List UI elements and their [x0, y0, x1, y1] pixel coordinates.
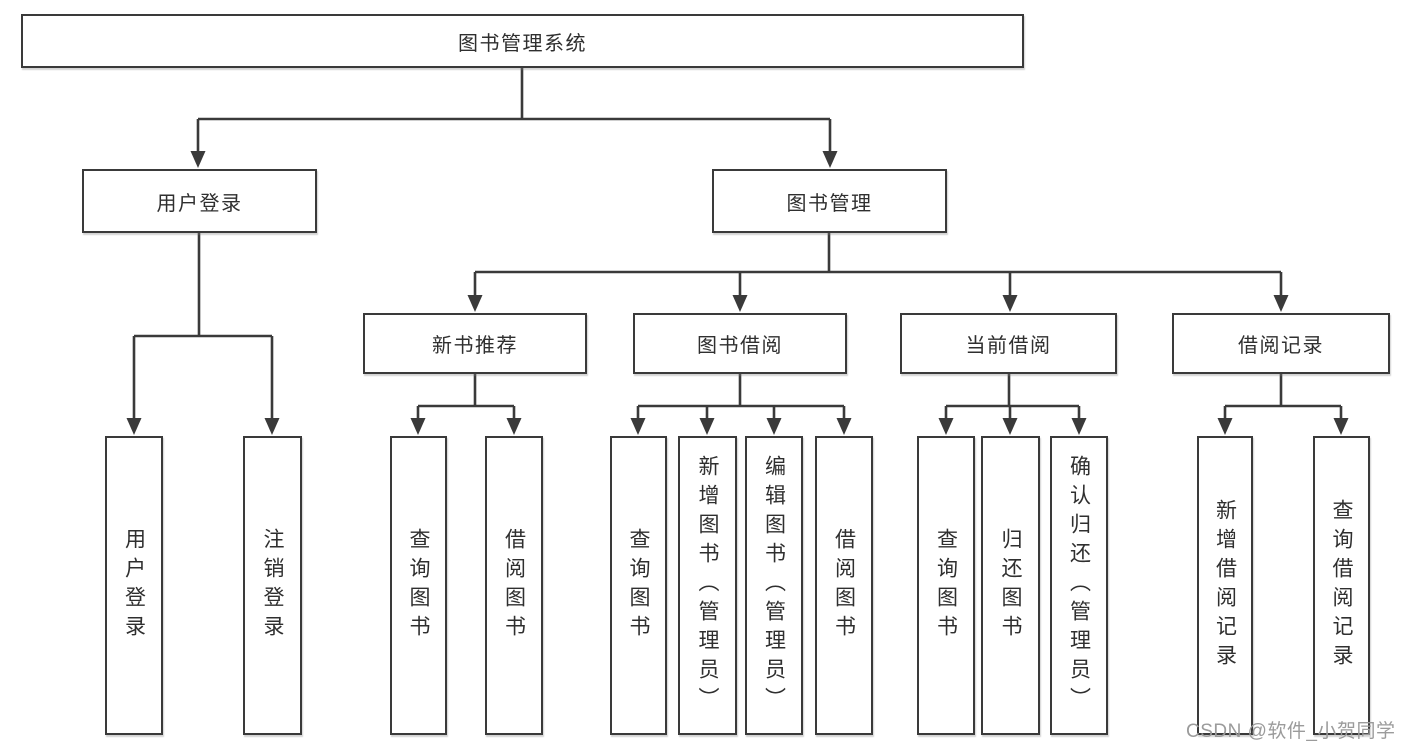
- leaf-label: 归还图书: [999, 527, 1022, 644]
- node-library-management-system: 图书管理系统: [21, 14, 1024, 68]
- leaf-label: 查询图书: [407, 527, 430, 644]
- arrowhead: [630, 418, 646, 435]
- arrowhead: [699, 418, 715, 435]
- node-label: 借阅记录: [1238, 335, 1324, 357]
- connector-line: [636, 374, 846, 420]
- leaf-label: 查询借阅记录: [1330, 498, 1353, 673]
- arrowhead: [822, 151, 838, 168]
- leaf-return-book: 归还图书: [981, 436, 1040, 735]
- leaf-confirm-return-admin: 确认归还（管理员）: [1050, 436, 1108, 735]
- arrowhead: [506, 418, 522, 435]
- connector-userlogin-children: [126, 233, 280, 435]
- leaf-edit-book-admin: 编辑图书（管理员）: [745, 436, 803, 735]
- connector-line: [1223, 374, 1343, 420]
- arrowhead: [1217, 418, 1233, 435]
- arrowhead: [190, 151, 206, 168]
- arrowhead: [467, 295, 483, 312]
- arrowhead: [732, 295, 748, 312]
- connector-line: [473, 233, 1283, 297]
- arrowhead: [1273, 295, 1289, 312]
- node-label: 图书管理系统: [458, 32, 587, 55]
- leaf-logout: 注销登录: [243, 436, 302, 735]
- leaf-add-book-admin: 新增图书（管理员）: [678, 436, 737, 735]
- leaf-label: 确认归还（管理员）: [1067, 455, 1091, 716]
- arrowhead: [264, 418, 280, 435]
- node-user-login: 用户登录: [82, 169, 317, 233]
- connector-line: [416, 374, 516, 420]
- leaf-label: 新增图书（管理员）: [696, 455, 719, 716]
- connector-line: [196, 68, 832, 153]
- leaf-label: 用户登录: [122, 527, 146, 644]
- node-current-borrowing: 当前借阅: [900, 313, 1117, 374]
- node-label: 图书借阅: [697, 335, 783, 357]
- node-label: 当前借阅: [965, 335, 1052, 357]
- leaf-label: 查询图书: [627, 527, 650, 644]
- arrowhead: [938, 418, 954, 435]
- arrowhead: [410, 418, 426, 435]
- connector-root-to-level2: [190, 68, 838, 168]
- leaf-query-books-borrow: 查询图书: [610, 436, 667, 735]
- leaf-label: 编辑图书（管理员）: [762, 455, 786, 716]
- connector-newbook-children: [410, 374, 522, 435]
- connector-bookborrow-children: [630, 374, 852, 435]
- connector-currentborrow-children: [938, 374, 1087, 435]
- node-book-borrowing: 图书借阅: [633, 313, 847, 374]
- csdn-watermark: CSDN @软件_小贺同学: [1186, 721, 1396, 742]
- leaf-label: 注销登录: [261, 527, 284, 644]
- node-new-book-recommendation: 新书推荐: [363, 313, 587, 374]
- arrowhead: [766, 418, 782, 435]
- leaf-label: 借阅图书: [502, 527, 526, 644]
- leaf-borrow-books-recommend: 借阅图书: [485, 436, 543, 735]
- connector-line: [944, 374, 1081, 420]
- leaf-borrow-books: 借阅图书: [815, 436, 873, 735]
- node-book-management: 图书管理: [712, 169, 947, 233]
- arrowhead: [1002, 295, 1018, 312]
- connector-bookmgmt-to-level3: [467, 233, 1289, 312]
- leaf-query-borrow-record: 查询借阅记录: [1313, 436, 1370, 735]
- leaf-label: 借阅图书: [832, 527, 856, 644]
- node-label: 用户登录: [156, 192, 243, 215]
- arrowhead: [836, 418, 852, 435]
- leaf-label: 新增借阅记录: [1213, 498, 1237, 673]
- connector-borrowrecords-children: [1217, 374, 1349, 435]
- leaf-query-books-recommend: 查询图书: [390, 436, 447, 735]
- node-borrowing-records: 借阅记录: [1172, 313, 1390, 374]
- connector-line: [132, 233, 274, 420]
- leaf-label: 查询图书: [934, 527, 958, 644]
- leaf-user-login: 用户登录: [105, 436, 163, 735]
- node-label: 新书推荐: [432, 335, 518, 357]
- leaf-add-borrow-record: 新增借阅记录: [1197, 436, 1253, 735]
- arrowhead: [1002, 418, 1018, 435]
- arrowhead: [1333, 418, 1349, 435]
- node-label: 图书管理: [786, 192, 873, 215]
- arrowhead: [126, 418, 142, 435]
- leaf-query-books-current: 查询图书: [917, 436, 975, 735]
- arrowhead: [1071, 418, 1087, 435]
